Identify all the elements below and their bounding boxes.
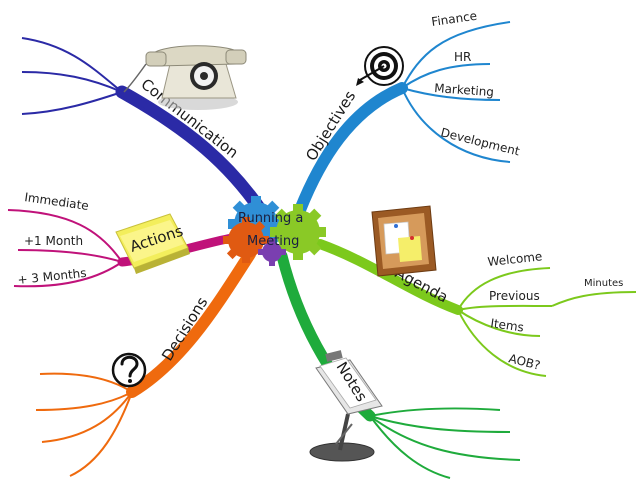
- objectives-sub-line: [401, 87, 511, 163]
- decisions-branch-stroke: [126, 248, 256, 398]
- objectives-child-finance: Finance: [430, 9, 477, 29]
- agenda-sub-line: [457, 304, 553, 311]
- sticky-note-icon: [115, 213, 190, 274]
- actions-sub-line: [17, 249, 123, 263]
- objectives-sub-line: [401, 63, 491, 89]
- actions-sub-line: [13, 261, 123, 288]
- branch-objectives: Objectives Finance HR Marketing Developm…: [294, 9, 521, 216]
- agenda-child-items: Items: [490, 316, 525, 335]
- communication-sub-line: [21, 71, 123, 93]
- agenda-child-welcome: Welcome: [487, 249, 543, 269]
- objectives-child-development: Development: [439, 125, 521, 158]
- objectives-child-marketing: Marketing: [434, 81, 495, 99]
- communication-sub-line: [21, 37, 123, 93]
- decisions-sub-line: [69, 391, 133, 477]
- center-title-line-2: Meeting: [247, 234, 299, 249]
- agenda-child-previous: Previous: [489, 289, 540, 303]
- branch-notes: [276, 250, 521, 479]
- objectives-sub-line: [401, 21, 511, 89]
- agenda-sub-line: [551, 291, 637, 307]
- center-title-line-1: Running a: [238, 211, 303, 226]
- notes-sub-line: [369, 407, 501, 417]
- branch-agenda: Agenda Welcome Previous Minutes Items AO…: [315, 239, 637, 377]
- agenda-sub-line: [457, 267, 551, 311]
- actions-child-immediate: Immediate: [24, 190, 90, 213]
- communication-sub-line: [21, 91, 123, 115]
- notes-sub-line: [369, 415, 511, 433]
- agenda-sub-line: [457, 309, 547, 377]
- decisions-sub-line: [39, 372, 133, 393]
- center-gears-icon: [223, 196, 326, 266]
- telephone-icon: [123, 45, 247, 110]
- actions-child-plus-3-months: + 3 Months: [17, 266, 87, 287]
- question-icon: [111, 352, 147, 388]
- actions-child-plus-1-month: +1 Month: [24, 234, 83, 248]
- agenda-child-aob: AOB?: [507, 351, 541, 372]
- clipboard-stand-icon: [309, 350, 383, 462]
- actions-sub-line: [7, 209, 123, 263]
- notes-sub-line: [369, 415, 521, 461]
- decisions-sub-line: [35, 391, 133, 411]
- corkboard-icon: [371, 205, 437, 277]
- agenda-branch-stroke: [315, 239, 463, 315]
- decisions-sub-line: [41, 391, 133, 443]
- target-icon: [356, 46, 404, 86]
- objectives-branch-stroke: [294, 82, 408, 216]
- agenda-child-minutes: Minutes: [584, 278, 623, 289]
- objectives-sub-line: [401, 87, 501, 101]
- notes-sub-line: [369, 415, 451, 479]
- agenda-sub-line: [457, 309, 541, 337]
- objectives-child-hr: HR: [454, 50, 471, 64]
